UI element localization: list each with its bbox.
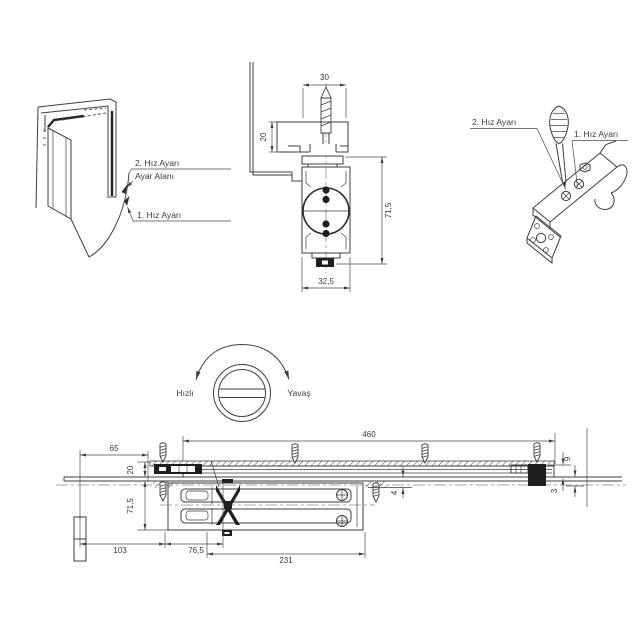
dim-71-5-section-label: 71,5 <box>384 202 393 218</box>
dimension-231: 231 <box>206 532 366 565</box>
perspective-speed2-label: 2. Hız Ayarı <box>472 117 516 127</box>
dim-231-label: 231 <box>279 556 293 565</box>
dimension-9: 9 <box>548 452 572 491</box>
door-view-speed2-label: 2. Hız Ayarı <box>135 158 179 168</box>
door-swing-view: 2. Hız Ayarı Ayar Alanı 1. Hız Ayarı <box>35 98 231 258</box>
dimension-76-5: 76,5 <box>165 481 224 555</box>
screw-icon <box>421 443 429 464</box>
screw-icon <box>372 482 380 503</box>
perspective-speed1-label: 1. Hız Ayarı <box>574 129 618 139</box>
dim-460-label: 460 <box>362 430 376 439</box>
dimension-65: 65 <box>80 444 148 457</box>
dial-slow-label: Yavaş <box>287 388 310 398</box>
speed-dial-symbol: Hızlı Yavaş <box>176 343 311 422</box>
dim-76-5-label: 76,5 <box>188 546 204 555</box>
dim-103-label: 103 <box>113 546 127 555</box>
door-leaf <box>47 127 72 220</box>
dim-4-label: 4 <box>390 490 399 495</box>
dimension-103: 103 <box>80 532 166 555</box>
installation-side-view: 460 65 20 71,5 103 76,5 <box>56 428 626 565</box>
dim-65-label: 65 <box>110 444 119 453</box>
dim-30-label: 30 <box>320 73 329 82</box>
dim-9-label: 9 <box>563 456 572 461</box>
dim-71-5-side-label: 71,5 <box>126 498 135 514</box>
door-view-area-label: Ayar Alanı <box>135 171 174 181</box>
screw-icon <box>533 442 541 463</box>
dimension-32-5: 32,5 <box>301 257 351 292</box>
rotation-arrow <box>195 343 290 381</box>
swing-arc <box>70 172 130 258</box>
valve-screw-icons <box>560 162 591 202</box>
dimension-71-5-section: 71,5 <box>336 156 393 265</box>
screw-icon <box>159 481 167 502</box>
dim-20-frame-label: 20 <box>259 132 268 141</box>
dimension-3: 3 <box>550 465 584 497</box>
closer-perspective-view: 2. Hız Ayarı 1. Hız Ayarı <box>470 105 628 265</box>
dim-32-5-label: 32,5 <box>318 277 334 286</box>
speed-dial-circle <box>213 364 271 422</box>
frame-section-view: 30 20 <box>249 62 393 292</box>
dimension-20-rail: 20 <box>126 461 150 477</box>
dim-3-label: 3 <box>550 488 559 493</box>
dimension-460: 460 <box>182 430 556 464</box>
closer-body-plan <box>160 479 412 536</box>
door-view-speed1-label: 1. Hız Ayarı <box>137 210 181 220</box>
dimension-20-frame: 20 <box>259 121 277 153</box>
closer-arm-icon <box>47 107 107 128</box>
dimension-71-5-side: 71,5 <box>126 481 168 531</box>
dimension-30: 30 <box>302 73 347 118</box>
screw-icon <box>291 443 299 464</box>
dimension-4: 4 <box>390 466 405 498</box>
screw-icon <box>159 442 167 463</box>
screwdriver-icon <box>549 105 569 189</box>
closer-body-3d <box>526 140 628 265</box>
slide-rail <box>149 460 555 488</box>
dial-fast-label: Hızlı <box>176 388 193 398</box>
dim-20-rail-label: 20 <box>126 465 135 474</box>
cam-pinion <box>216 479 240 525</box>
